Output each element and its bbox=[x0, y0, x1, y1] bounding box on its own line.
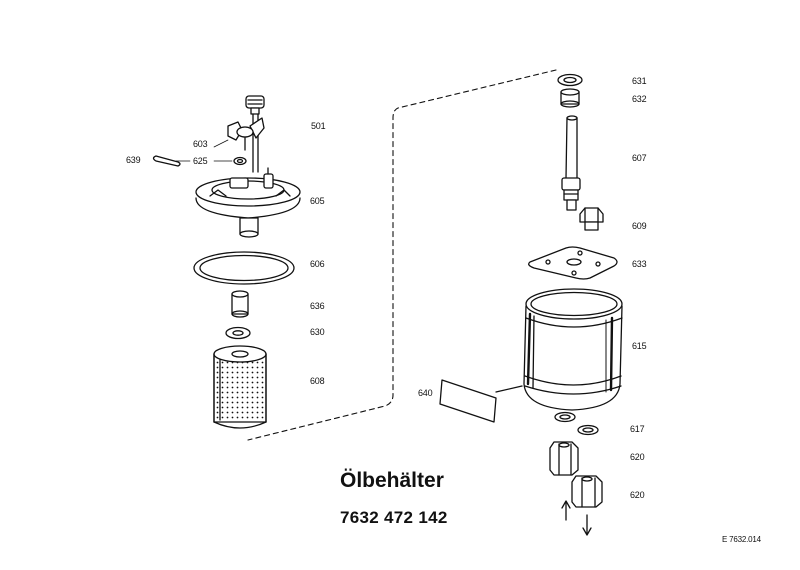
callout-630: 630 bbox=[310, 327, 325, 337]
drawing-reference: E 7632.014 bbox=[722, 535, 761, 544]
leader-lines bbox=[175, 139, 233, 162]
callout-608: 608 bbox=[310, 376, 325, 386]
callout-603: 603 bbox=[193, 139, 208, 149]
callout-620-lower: 620 bbox=[630, 490, 645, 500]
callout-617: 617 bbox=[630, 424, 645, 434]
part-605-cover bbox=[195, 167, 301, 238]
callout-640: 640 bbox=[418, 388, 433, 398]
callout-633: 633 bbox=[632, 259, 647, 269]
part-617-washers bbox=[554, 411, 599, 436]
callout-501: 501 bbox=[311, 121, 326, 131]
part-608-filter-element bbox=[213, 345, 267, 429]
part-620-fitting-lower bbox=[571, 475, 603, 508]
callout-620-upper: 620 bbox=[630, 452, 645, 462]
part-606-gasket bbox=[193, 251, 295, 285]
part-633-flange-plate bbox=[528, 246, 618, 280]
drawing-title: Ölbehälter bbox=[340, 469, 444, 492]
callout-632: 632 bbox=[632, 94, 647, 104]
callout-605: 605 bbox=[310, 196, 325, 206]
part-639-clip bbox=[152, 155, 181, 167]
callout-615: 615 bbox=[632, 341, 647, 351]
callout-609: 609 bbox=[632, 221, 647, 231]
part-631-ring bbox=[557, 73, 583, 87]
callout-625: 625 bbox=[193, 156, 208, 166]
part-609-plug-screw bbox=[579, 207, 604, 231]
callout-636: 636 bbox=[310, 301, 325, 311]
part-632-bush bbox=[560, 88, 580, 108]
assembly-dashed-line bbox=[247, 69, 557, 441]
callout-607: 607 bbox=[632, 153, 647, 163]
flow-arrow-up-icon bbox=[561, 500, 571, 521]
part-603-wing-nut bbox=[227, 117, 265, 151]
part-636-sleeve bbox=[231, 290, 249, 318]
callout-639: 639 bbox=[126, 155, 141, 165]
part-number: 7632 472 142 bbox=[340, 508, 448, 527]
flow-arrow-down-icon bbox=[582, 514, 592, 536]
part-625-washer bbox=[233, 156, 247, 166]
part-615-tank bbox=[523, 288, 623, 411]
part-630-spring-washer bbox=[225, 326, 251, 340]
part-607-tube bbox=[561, 115, 581, 211]
part-620-fitting-upper bbox=[549, 441, 579, 476]
part-640-label bbox=[439, 379, 523, 423]
callout-606: 606 bbox=[310, 259, 325, 269]
callout-631: 631 bbox=[632, 76, 647, 86]
